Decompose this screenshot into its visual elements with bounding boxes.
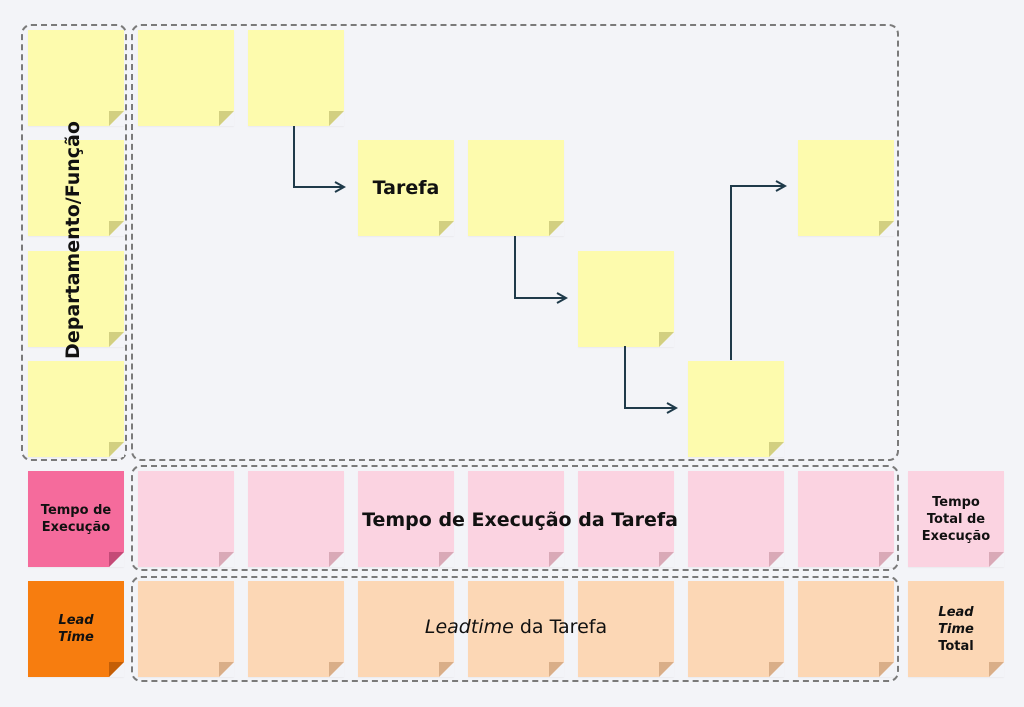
department-note[interactable] [28,30,124,126]
process-flow-zone [131,24,899,461]
total-lead-line2: Time [938,621,974,637]
execution-time-header-line2: Execução [41,520,111,535]
lead-time-header-line1: Lead [58,613,94,628]
leadtime-note[interactable] [468,581,564,677]
leadtime-note[interactable] [578,581,674,677]
execution-time-row-label: Tempo de Execução da Tarefa [362,509,678,531]
execution-time-note[interactable] [578,471,674,567]
department-note[interactable] [28,140,124,236]
department-column-zone [21,24,127,461]
leadtime-row-label: Leadtime da Tarefa [425,616,607,638]
execution-time-note[interactable] [248,471,344,567]
total-execution-line2: Total de [926,511,986,527]
leadtime-row-label-rest: da Tarefa [513,616,608,638]
leadtime-note[interactable] [248,581,344,677]
department-note[interactable] [28,361,124,457]
execution-time-note[interactable] [468,471,564,567]
task-note[interactable] [798,140,894,236]
execution-time-note[interactable] [688,471,784,567]
leadtime-note[interactable] [688,581,784,677]
task-note[interactable] [688,361,784,457]
task-note[interactable] [138,30,234,126]
execution-time-header-line1: Tempo de [40,503,112,518]
leadtime-row-label-italic: Leadtime [424,616,514,638]
department-note[interactable] [28,251,124,347]
execution-time-note[interactable] [358,471,454,567]
task-note[interactable] [468,140,564,236]
flow-arrow [624,346,676,408]
task-note[interactable]: Tarefa [358,140,454,236]
lead-time-header-line2: Time [58,630,94,645]
total-execution-line3: Execução [921,528,991,544]
execution-time-note[interactable] [798,471,894,567]
flow-arrow [730,186,785,360]
total-execution-line1: Tempo [932,494,980,510]
execution-time-note[interactable] [138,471,234,567]
total-lead-line1: Lead [938,604,974,620]
leadtime-note[interactable] [798,581,894,677]
leadtime-zone [131,576,899,682]
task-label: Tarefa [372,177,440,199]
task-note[interactable] [248,30,344,126]
leadtime-note[interactable] [358,581,454,677]
flow-arrow [293,126,344,187]
execution-time-zone [131,465,899,571]
flow-arrow [514,236,566,298]
total-lead-line3: Total [938,638,974,654]
execution-time-header-note[interactable]: Tempo de Execução [28,471,124,567]
leadtime-note[interactable] [138,581,234,677]
task-note[interactable] [578,251,674,347]
